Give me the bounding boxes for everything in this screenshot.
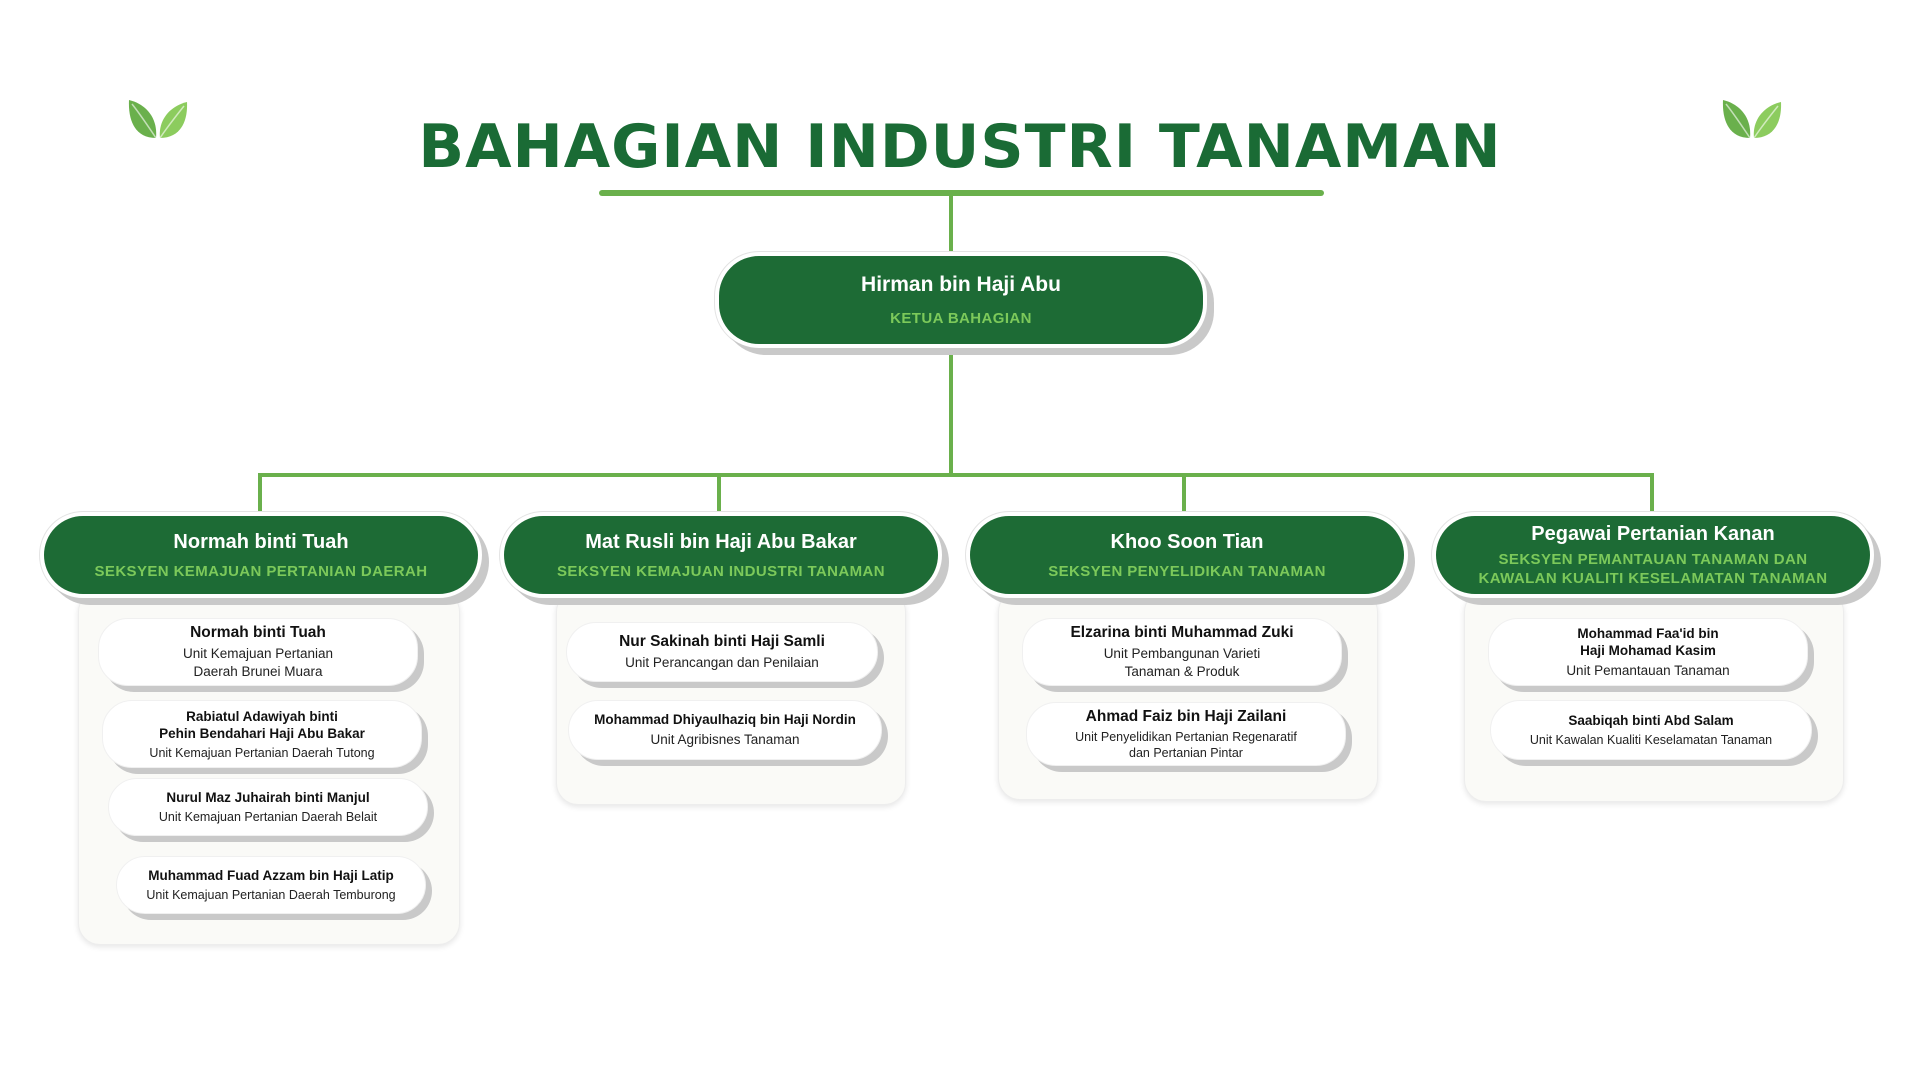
member-unit: Unit Kemajuan Pertanian Daerah Tutong (149, 745, 375, 760)
leaf-icon (1720, 92, 1784, 144)
member-unit: Unit Kemajuan Pertanian Daerah Temburong (146, 888, 396, 902)
member-unit: Unit Agribisnes Tanaman (650, 732, 800, 747)
section-2-node: Mat Rusli bin Haji Abu Bakar SEKSYEN KEM… (500, 512, 942, 598)
member-unit: Unit Kemajuan Pertanian Daerah Brunei Mu… (182, 645, 334, 679)
section-1-name: Normah binti Tuah (173, 530, 349, 553)
member-name: Saabiqah binti Abd Salam (1568, 713, 1734, 728)
member-card: Nurul Maz Juhairah binti Manjul Unit Kem… (108, 778, 428, 836)
member-name: Normah binti Tuah (190, 623, 326, 641)
section-1-node: Normah binti Tuah SEKSYEN KEMAJUAN PERTA… (40, 512, 482, 598)
member-name: Mohammad Dhiyaulhaziq bin Haji Nordin (594, 712, 856, 727)
member-name: Muhammad Fuad Azzam bin Haji Latip (148, 868, 394, 883)
section-4-node: Pegawai Pertanian Kanan SEKSYEN PEMANTAU… (1432, 512, 1874, 598)
member-unit: Unit Pembangunan Varieti Tanaman & Produ… (1103, 645, 1261, 679)
member-card: Ahmad Faiz bin Haji Zailani Unit Penyeli… (1026, 702, 1346, 766)
member-unit: Unit Penyelidikan Pertanian Regenaratif … (1075, 729, 1297, 760)
member-name: Rabiatul Adawiyah binti Pehin Bendahari … (159, 708, 365, 741)
page-title: BAHAGIAN INDUSTRI TANAMAN (418, 112, 1502, 182)
member-name: Elzarina binti Muhammad Zuki (1070, 623, 1294, 641)
connector-branch-2 (717, 473, 721, 511)
connector-head-to-branch (949, 348, 953, 475)
leaf-icon (126, 92, 190, 144)
member-name: Ahmad Faiz bin Haji Zailani (1085, 707, 1287, 725)
section-3-name: Khoo Soon Tian (1110, 530, 1264, 553)
section-3-role: SEKSYEN PENYELIDIKAN TANAMAN (1048, 562, 1326, 580)
member-card: Elzarina binti Muhammad Zuki Unit Pemban… (1022, 618, 1342, 686)
member-name: Nur Sakinah binti Haji Samli (619, 632, 825, 650)
connector-branch-1 (258, 473, 262, 511)
member-unit: Unit Kawalan Kualiti Keselamatan Tanaman (1529, 733, 1773, 747)
member-card: Mohammad Faa'id bin Haji Mohamad Kasim U… (1488, 618, 1808, 686)
member-name: Nurul Maz Juhairah binti Manjul (166, 790, 370, 805)
member-unit: Unit Perancangan dan Penilaian (625, 654, 819, 670)
member-card: Muhammad Fuad Azzam bin Haji Latip Unit … (116, 856, 426, 914)
member-name: Mohammad Faa'id bin Haji Mohamad Kasim (1577, 625, 1719, 658)
section-4-name: Pegawai Pertanian Kanan (1531, 523, 1775, 545)
section-4-role: SEKSYEN PEMANTAUAN TANAMAN DAN KAWALAN K… (1478, 551, 1828, 587)
section-2-name: Mat Rusli bin Haji Abu Bakar (585, 530, 857, 553)
member-card: Normah binti Tuah Unit Kemajuan Pertania… (98, 618, 418, 686)
member-unit: Unit Pemantauan Tanaman (1566, 662, 1730, 678)
connector-branch-4 (1650, 473, 1654, 511)
head-role: KETUA BAHAGIAN (890, 309, 1032, 327)
section-1-role: SEKSYEN KEMAJUAN PERTANIAN DAERAH (94, 562, 428, 580)
connector-title-to-head (949, 196, 953, 252)
section-3-node: Khoo Soon Tian SEKSYEN PENYELIDIKAN TANA… (966, 512, 1408, 598)
member-unit: Unit Kemajuan Pertanian Daerah Belait (158, 810, 378, 824)
head-node: Hirman bin Haji Abu KETUA BAHAGIAN (715, 252, 1207, 348)
member-card: Rabiatul Adawiyah binti Pehin Bendahari … (102, 700, 422, 768)
section-2-role: SEKSYEN KEMAJUAN INDUSTRI TANAMAN (557, 562, 885, 580)
connector-branch-horizontal (258, 473, 1654, 477)
member-card: Nur Sakinah binti Haji Samli Unit Peranc… (566, 622, 878, 682)
member-card: Saabiqah binti Abd Salam Unit Kawalan Ku… (1490, 700, 1812, 760)
connector-branch-3 (1182, 473, 1186, 511)
head-name: Hirman bin Haji Abu (861, 272, 1061, 296)
member-card: Mohammad Dhiyaulhaziq bin Haji Nordin Un… (568, 700, 882, 760)
title-underline (599, 190, 1324, 196)
